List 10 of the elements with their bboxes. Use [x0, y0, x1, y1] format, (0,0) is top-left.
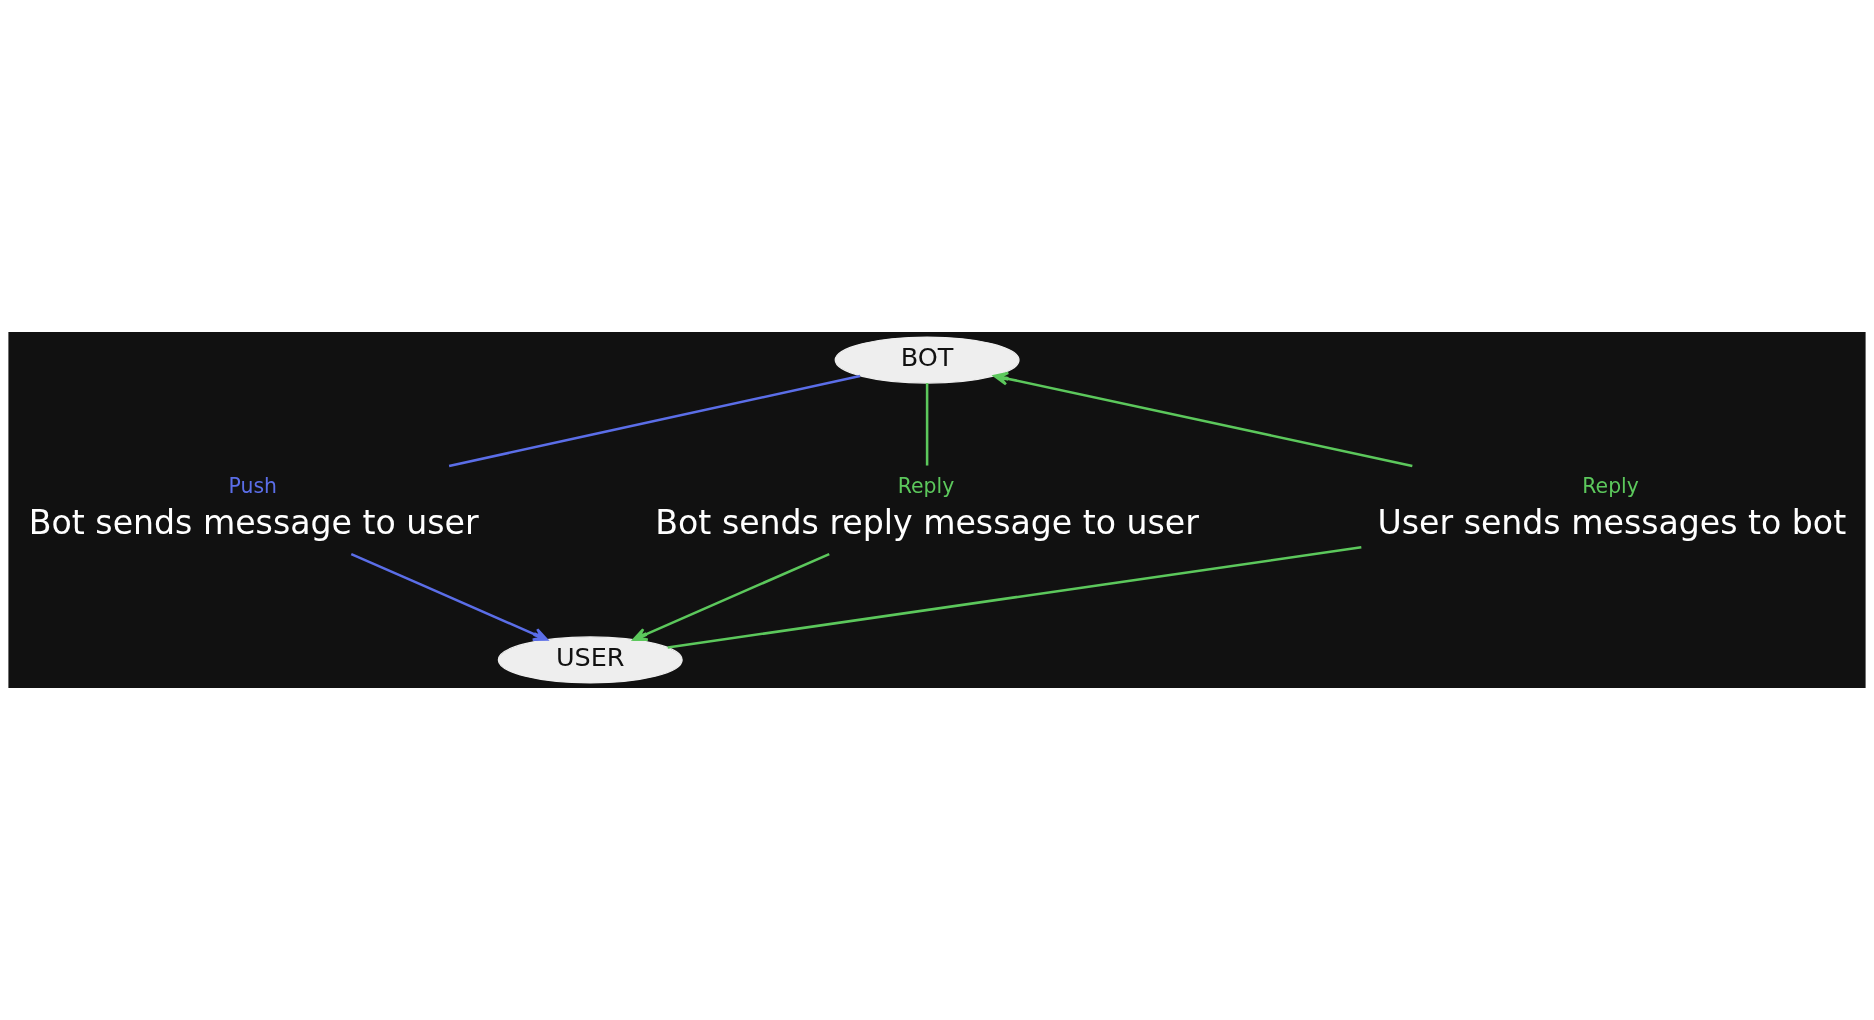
node-text: Reply Bot sends reply message to user — [655, 474, 1199, 542]
connector — [667, 546, 1362, 649]
node-text: Reply User sends messages to bot — [1377, 474, 1847, 542]
arrow — [993, 371, 1413, 468]
connector — [925, 383, 929, 466]
arrow — [632, 552, 830, 642]
node-ellipse: USER — [497, 636, 683, 684]
arrow — [350, 552, 549, 642]
node-text: Push Bot sends message to user — [28, 474, 479, 542]
connector — [448, 374, 861, 468]
